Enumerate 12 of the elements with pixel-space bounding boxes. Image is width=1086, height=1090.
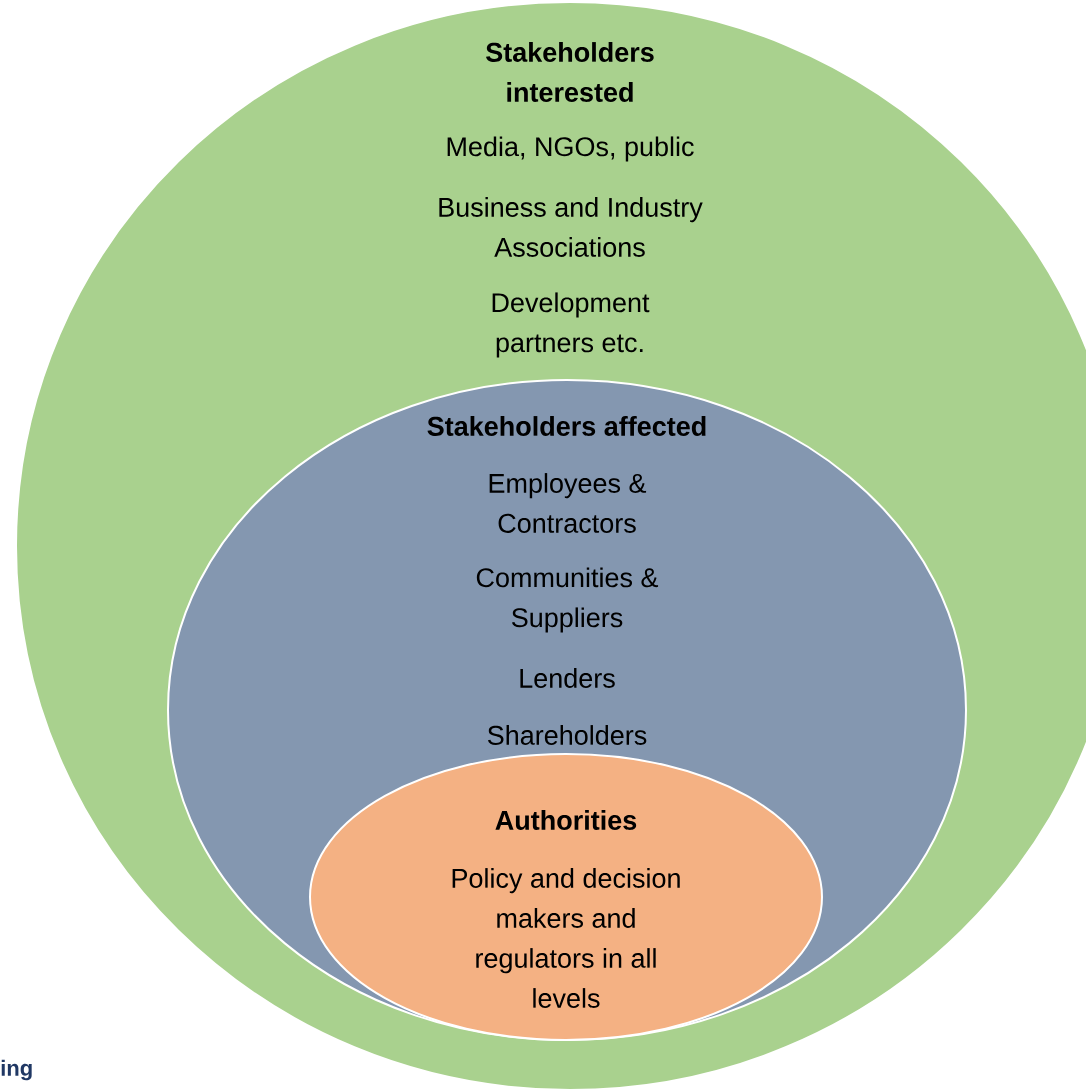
heading: Stakeholders affected	[427, 416, 706, 436]
item-text: Policy and decision makers and regulators in all levels	[452, 868, 680, 1008]
item-text: Employees & Contractors	[489, 473, 647, 533]
item-text: Communities & Suppliers	[476, 567, 659, 633]
heading: Stakeholders interested	[486, 42, 654, 102]
item-text: Lenders	[520, 668, 615, 688]
heading: Authorities	[495, 810, 637, 830]
item-text: Shareholders	[487, 725, 647, 745]
slide-text: ing	[1, 1059, 32, 1081]
item-text: Media, NGOs, public	[447, 136, 694, 162]
item-text: Business and Industry Associations	[439, 197, 703, 257]
item-text: Development partners etc.	[492, 292, 650, 358]
